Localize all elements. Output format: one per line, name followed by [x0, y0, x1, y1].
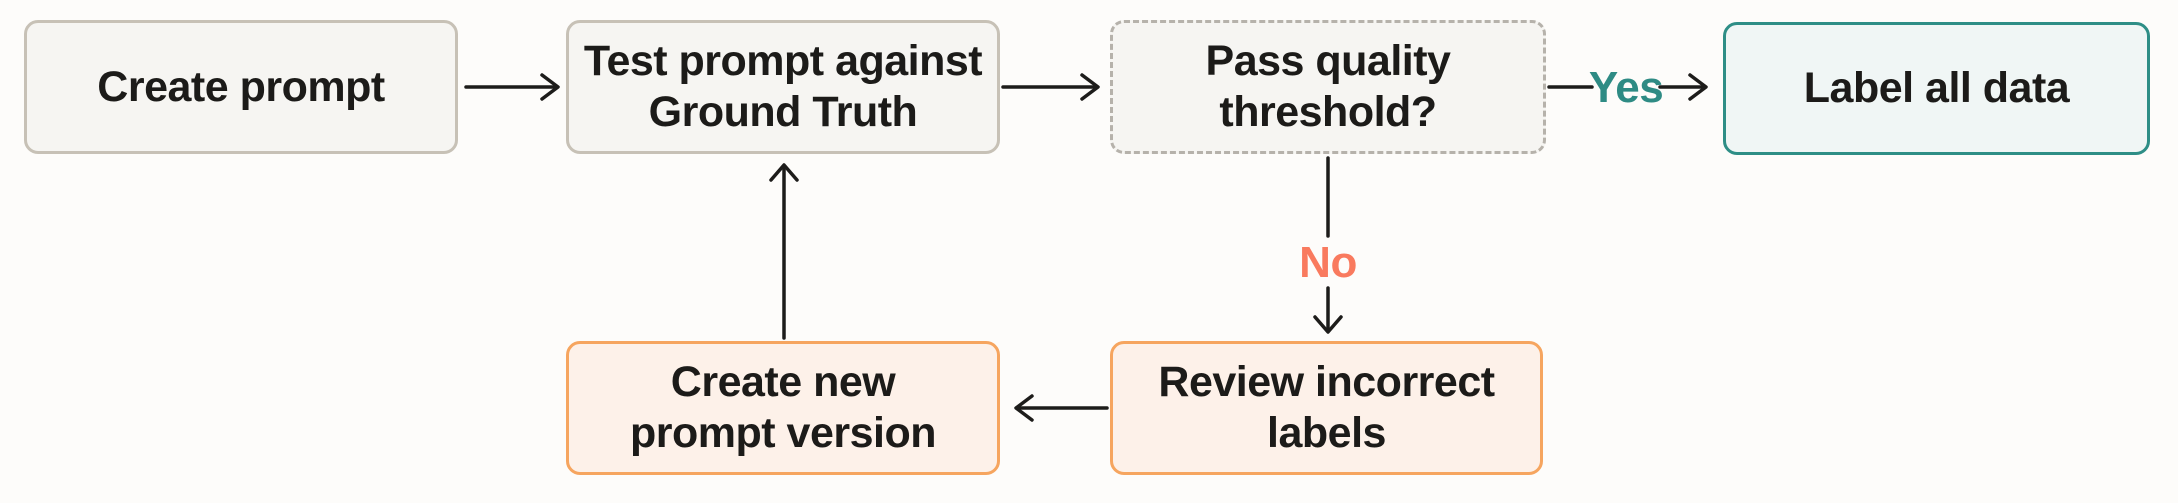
node-pass-quality-threshold: Pass quality threshold? — [1110, 20, 1546, 154]
arrow-create-to-test — [464, 73, 560, 101]
node-test-prompt: Test prompt against Ground Truth — [566, 20, 1000, 154]
node-review-incorrect-labels: Review incorrect labels — [1110, 341, 1543, 475]
node-label-all-data-label: Label all data — [1803, 64, 2070, 113]
node-review-incorrect-labels-label: Review incorrect labels — [1158, 358, 1495, 457]
node-pass-quality-threshold-label: Pass quality threshold? — [1205, 37, 1451, 136]
node-label-all-data: Label all data — [1723, 22, 2150, 155]
arrow-test-to-threshold — [1001, 73, 1100, 101]
edge-label-no: No — [1299, 238, 1357, 287]
node-create-prompt-label: Create prompt — [97, 62, 385, 111]
arrow-review-to-create-new — [1014, 394, 1109, 422]
arrow-create-new-to-test — [769, 163, 799, 340]
edge-label-yes: Yes — [1588, 63, 1664, 112]
node-test-prompt-label: Test prompt against Ground Truth — [583, 37, 983, 136]
node-create-prompt: Create prompt — [24, 20, 458, 154]
node-create-new-prompt-version-label: Create new prompt version — [630, 358, 937, 457]
node-create-new-prompt-version: Create new prompt version — [566, 341, 1000, 475]
